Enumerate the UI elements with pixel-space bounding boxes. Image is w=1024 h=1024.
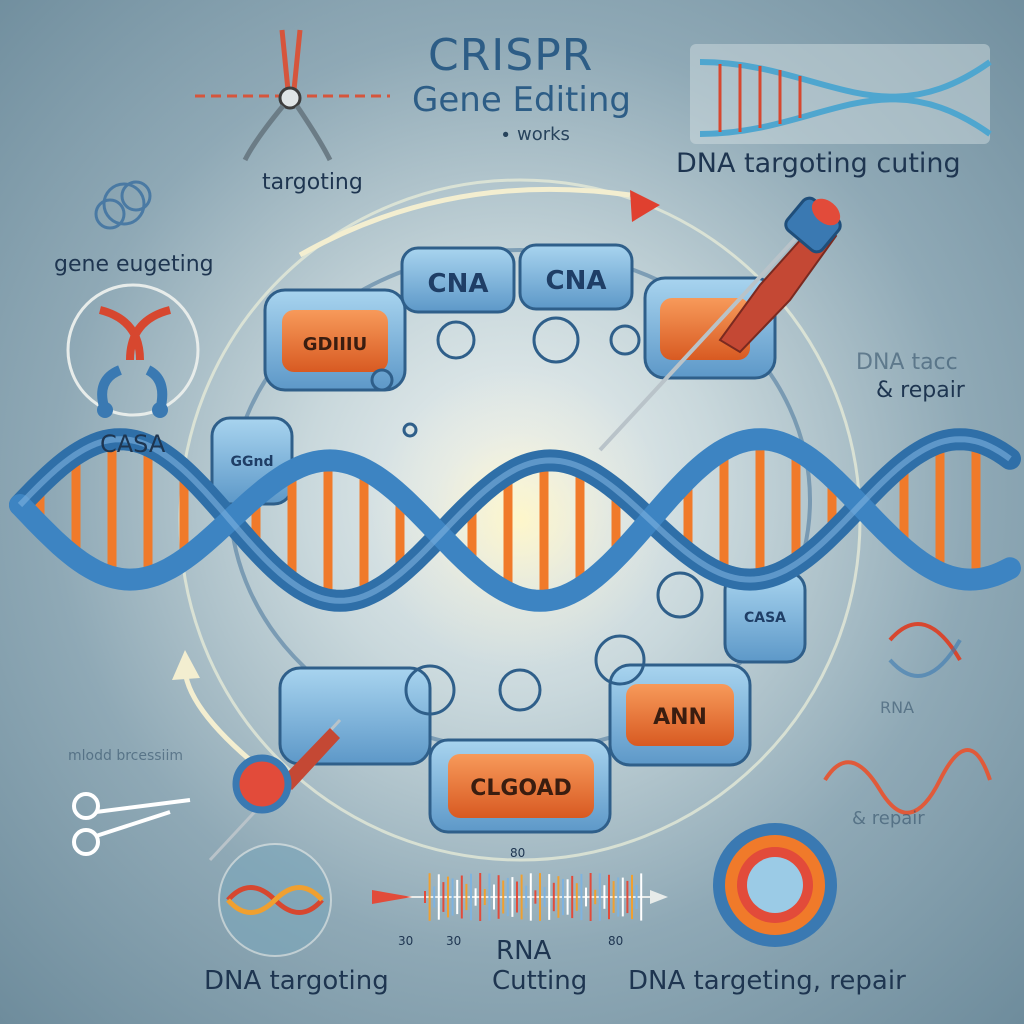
label-bottom-dna-targeting-repair: DNA targeting, repair [628, 966, 906, 996]
title-crispr: CRISPR [428, 30, 594, 81]
label-bottom-rna: RNA [496, 936, 552, 966]
title-gene-editing: Gene Editing [412, 80, 631, 120]
syringe-lower-icon [208, 718, 342, 862]
pill-cna-2: CNA [518, 243, 634, 311]
pill-cna-2-label: CNA [546, 266, 607, 296]
rna-waveform [372, 873, 668, 921]
cycle-arrow-top [298, 186, 631, 258]
tick-label: 30 [446, 934, 462, 948]
label-repair-lower: & repair [852, 808, 925, 829]
pill-bottom-right: ANN [608, 663, 752, 767]
pill-left-upper-label: GDIIIU [303, 334, 367, 355]
dna-panel-icon [690, 44, 992, 144]
needle-tool-icon [598, 196, 842, 452]
tick-label: 80 [510, 846, 526, 860]
label-bottom-dna-targoting: DNA targoting [204, 966, 389, 996]
arrow-head-red-icon [630, 190, 660, 222]
label-casa: CASA [100, 430, 166, 458]
label-dna-targoting-cuting: DNA targoting cuting [676, 148, 961, 179]
label-faded-blurb: mlodd brcessiim [68, 748, 183, 764]
ring-glyphs [370, 316, 704, 716]
pill-left-side-label: GGnd [231, 454, 274, 470]
pill-right-small: CASA [723, 570, 807, 664]
arrow-head-left-icon [172, 650, 200, 680]
protein-icon [94, 180, 152, 230]
pill-bottom-left [278, 666, 432, 766]
scissors-icon [72, 792, 191, 856]
pill-bottom-right-label: ANN [653, 705, 707, 730]
label-dna-tacc: DNA tacc [856, 350, 958, 375]
label-repair: & repair [876, 378, 965, 403]
center-glow [370, 370, 670, 670]
title-works: ∙ works [500, 124, 570, 145]
label-gene-eugeting: gene eugeting [54, 252, 214, 277]
tick-label: 30 [398, 934, 414, 948]
pill-cna-1: CNA [400, 246, 516, 314]
cas-scissors-icon [66, 283, 200, 418]
label-rna-right: RNA [880, 698, 915, 717]
pill-bottom-mid: CLGOAD [428, 738, 612, 834]
target-cell-icon [713, 823, 837, 947]
label-targeting: targoting [262, 170, 363, 195]
pill-left-upper: GDIIIU [263, 288, 407, 392]
small-dna-right-icon [823, 622, 992, 815]
pill-bottom-mid-label: CLGOAD [470, 776, 572, 801]
pliers-icon [195, 29, 390, 162]
pill-cna-1-label: CNA [428, 269, 489, 299]
pill-right-small-label: CASA [744, 610, 786, 626]
dna-helix [9, 428, 1021, 612]
dna-circle-icon [218, 843, 332, 957]
label-bottom-cutting: Cutting [492, 966, 588, 996]
tick-label: 80 [608, 934, 624, 948]
